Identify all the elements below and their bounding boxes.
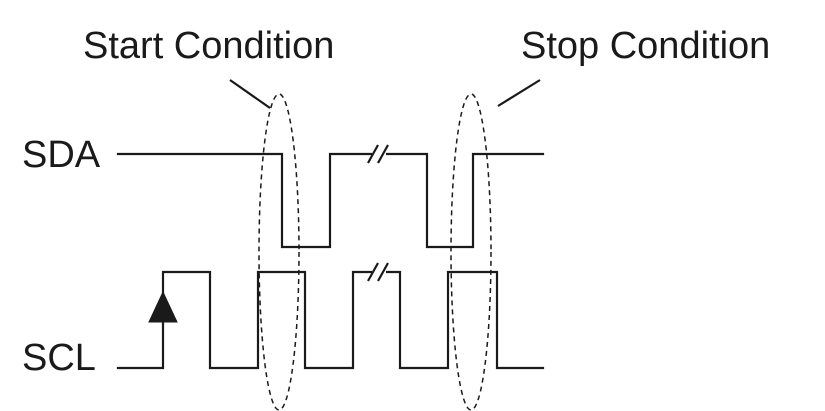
start-condition-ellipse <box>258 93 300 411</box>
sda-waveform <box>116 152 545 249</box>
stop-condition-leader <box>497 79 541 107</box>
scl-waveform <box>116 270 545 370</box>
sda-label: SDA <box>22 134 101 176</box>
start-condition-label: Start Condition <box>83 25 334 67</box>
scl-break-mark <box>367 262 389 282</box>
scl-label: SCL <box>22 337 96 379</box>
rising-edge-arrow-icon <box>148 290 178 323</box>
start-condition-leader <box>229 79 271 109</box>
stop-condition-label: Stop Condition <box>521 25 770 67</box>
sda-break-mark <box>367 144 389 164</box>
stop-condition-ellipse <box>450 93 492 411</box>
